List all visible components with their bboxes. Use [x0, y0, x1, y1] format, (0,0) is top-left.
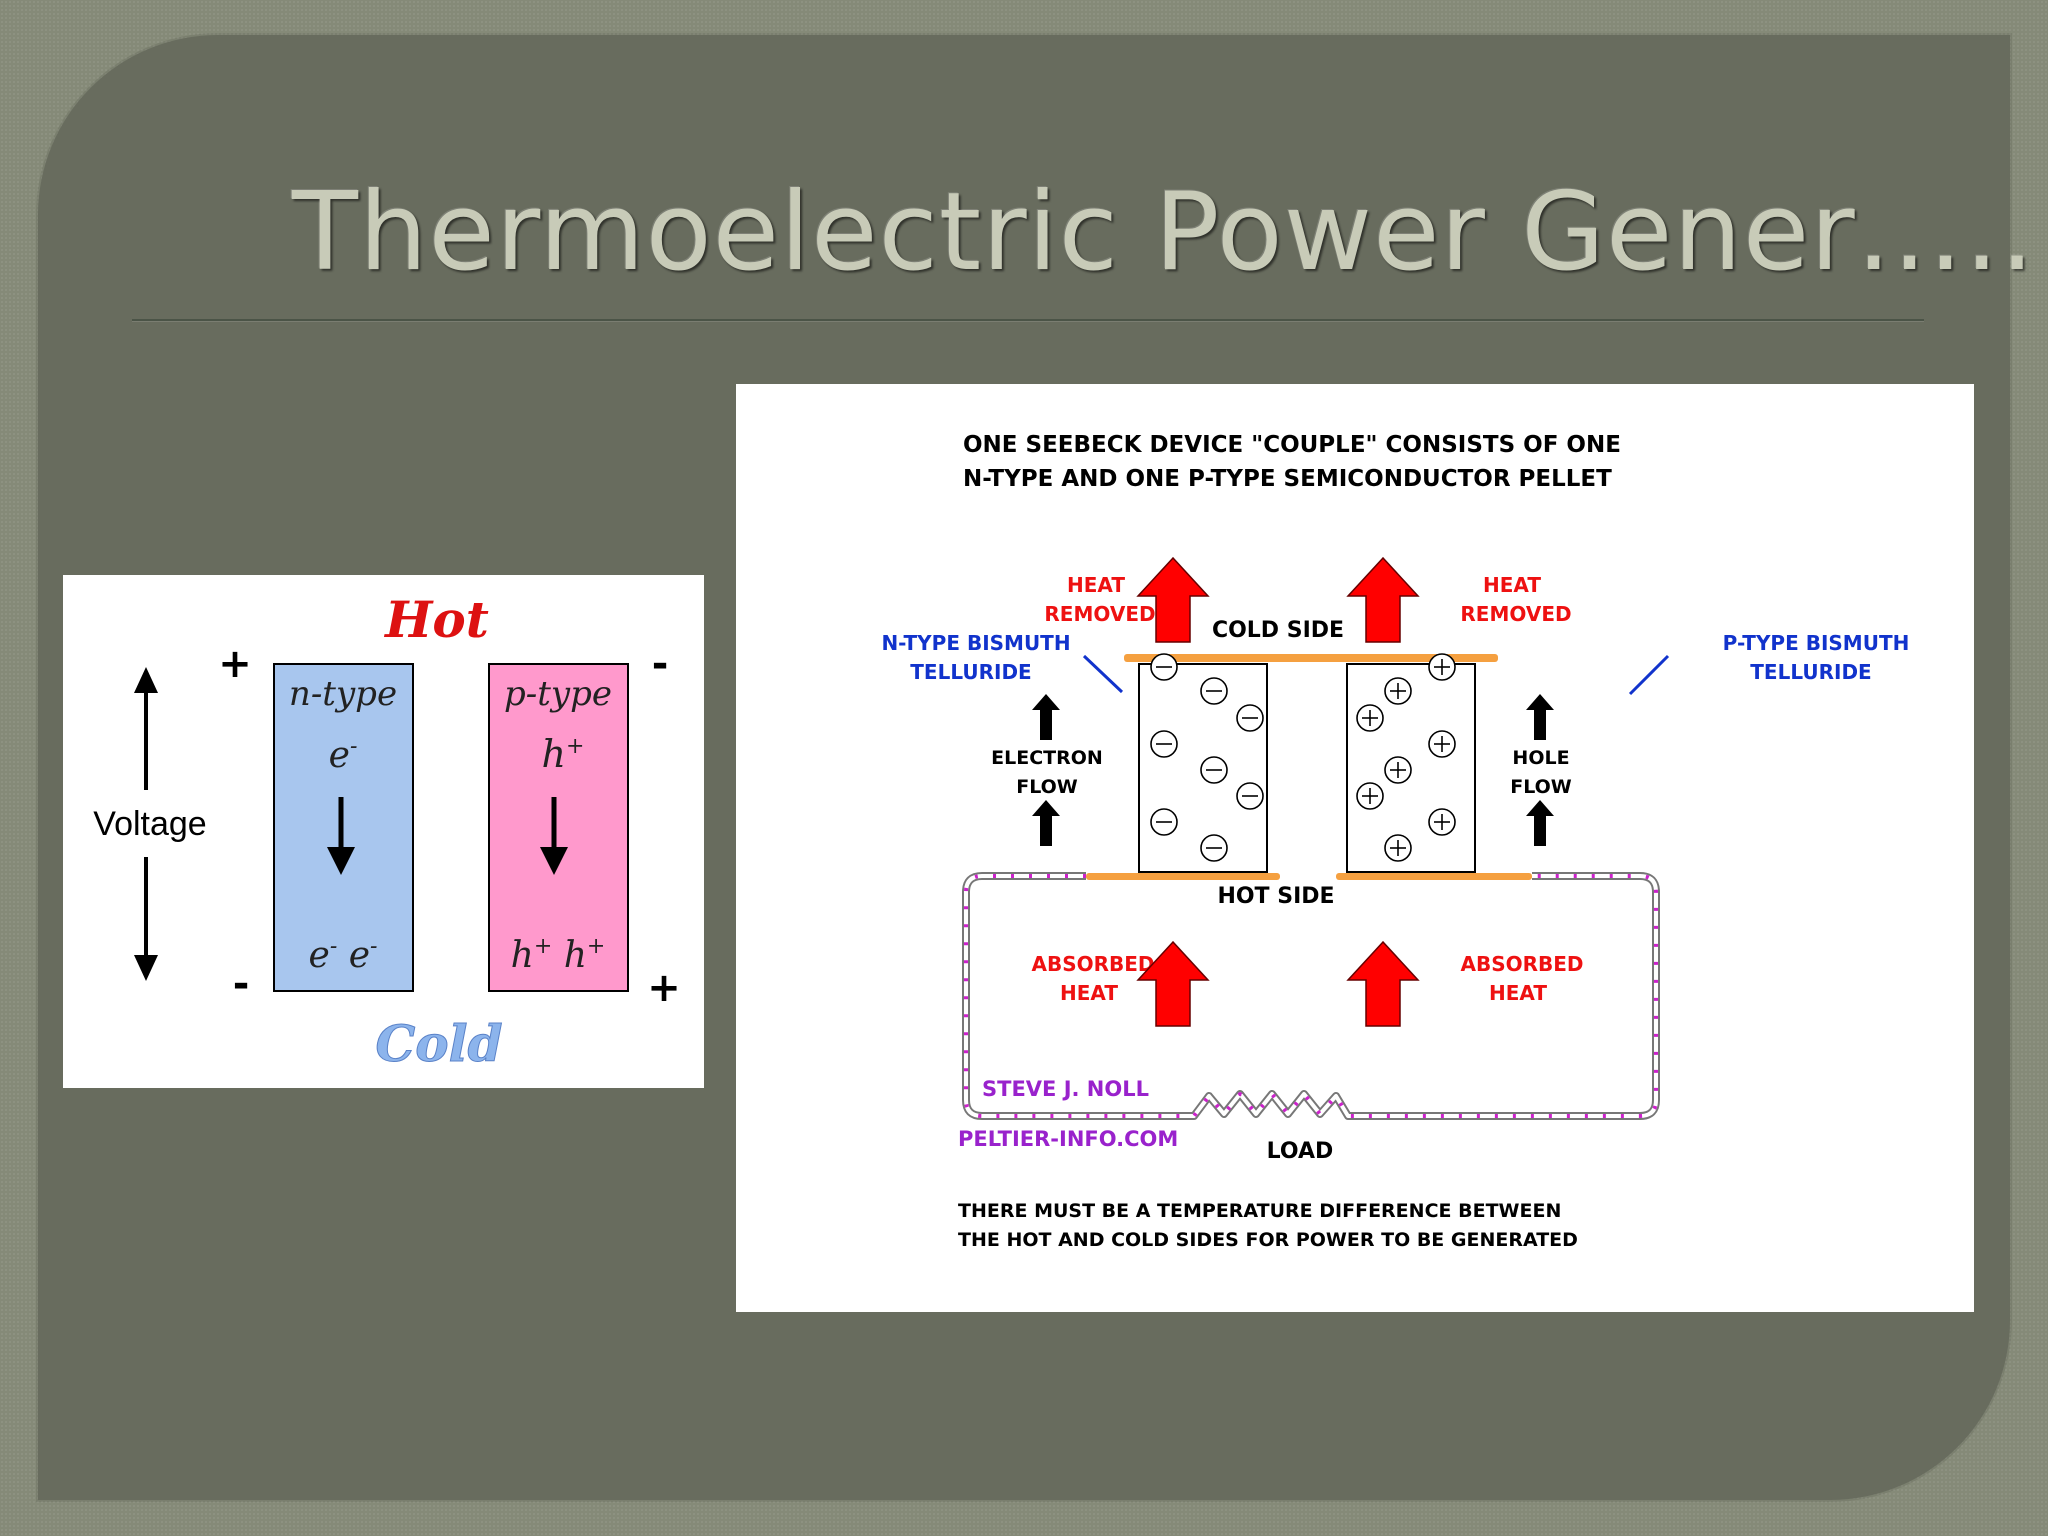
plus-sign-bottom-right: +	[647, 965, 681, 1011]
header-line-1: ONE SEEBECK DEVICE "COUPLE" CONSISTS OF …	[963, 432, 1621, 458]
absorbed-heat-right-1: ABSORBED	[1460, 952, 1583, 976]
p-type-carrier-top: h+	[542, 732, 585, 776]
absorbed-heat-arrow-left-icon	[1136, 940, 1210, 1027]
heat-removed-right-2: REMOVED	[1460, 602, 1571, 626]
voltage-arrow-icon	[134, 667, 158, 981]
plus-charge-icon	[1356, 782, 1384, 810]
semiconductor-diagram-panel: Hot Cold Voltage + - - + n-type e- e- e-	[63, 575, 704, 1088]
header-line-2: N-TYPE AND ONE P-TYPE SEMICONDUCTOR PELL…	[963, 466, 1612, 492]
p-type-material-1: P-TYPE BISMUTH	[1723, 631, 1910, 655]
hot-side-plate-left	[1086, 873, 1280, 880]
minus-charge-icon	[1200, 834, 1228, 862]
plus-charge-icon	[1428, 730, 1456, 758]
circuit-wire	[962, 872, 1660, 1120]
minus-charge-icon	[1200, 677, 1228, 705]
n-type-pointer	[1082, 654, 1124, 694]
hot-side-label: HOT SIDE	[1217, 884, 1334, 909]
hot-side-plate-right	[1336, 873, 1532, 880]
absorbed-heat-left-1: ABSORBED	[1031, 952, 1154, 976]
author-credit: STEVE J. NOLL	[982, 1077, 1149, 1101]
p-pellet-charges	[1356, 653, 1456, 862]
n-type-block: n-type e- e- e-	[273, 663, 414, 992]
minus-sign-top-right: -	[652, 641, 669, 687]
heat-removed-right-1: HEAT	[1483, 573, 1541, 597]
heat-removed-arrow-left-icon	[1136, 556, 1210, 643]
minus-charge-icon	[1150, 653, 1178, 681]
hole-flow-arrows-icon	[1526, 694, 1554, 846]
plus-charge-icon	[1384, 677, 1412, 705]
plus-charge-icon	[1384, 834, 1412, 862]
cold-side-plate	[1124, 654, 1498, 662]
footer-line-1: THERE MUST BE A TEMPERATURE DIFFERENCE B…	[958, 1200, 1561, 1222]
load-label: LOAD	[1267, 1139, 1334, 1164]
minus-charge-icon	[1236, 704, 1264, 732]
cold-side-label: COLD SIDE	[1212, 618, 1344, 643]
seebeck-diagram: ONE SEEBECK DEVICE "COUPLE" CONSISTS OF …	[881, 432, 1910, 1251]
p-type-carriers-bottom: h+ h+	[511, 934, 606, 976]
n-type-down-arrow-icon	[327, 797, 355, 875]
absorbed-heat-arrow-right-icon	[1346, 940, 1420, 1027]
plus-charge-icon	[1384, 756, 1412, 784]
n-type-material-2: TELLURIDE	[910, 660, 1031, 684]
website-credit: PELTIER-INFO.COM	[958, 1127, 1178, 1151]
minus-charge-icon	[1150, 730, 1178, 758]
footer-line-2: THE HOT AND COLD SIDES FOR POWER TO BE G…	[958, 1229, 1578, 1251]
plus-charge-icon	[1356, 704, 1384, 732]
n-type-carriers-bottom: e- e-	[309, 934, 378, 976]
plus-charge-icon	[1428, 653, 1456, 681]
slide-title: Thermoelectric Power Gener…..	[292, 170, 2036, 295]
minus-sign-bottom-left: -	[233, 961, 250, 1007]
seebeck-diagram-panel: ONE SEEBECK DEVICE "COUPLE" CONSISTS OF …	[736, 384, 1974, 1312]
minus-charge-icon	[1150, 808, 1178, 836]
heat-removed-arrow-right-icon	[1346, 556, 1420, 643]
absorbed-heat-right-2: HEAT	[1489, 981, 1547, 1005]
p-type-block: p-type h+ h+ h+	[488, 663, 629, 992]
electron-flow-1: ELECTRON	[991, 747, 1103, 769]
electron-flow-arrows-icon	[1032, 694, 1060, 846]
n-type-label: n-type	[289, 674, 397, 714]
voltage-label: Voltage	[93, 805, 206, 843]
n-type-material-1: N-TYPE BISMUTH	[881, 631, 1070, 655]
heat-removed-left-2: REMOVED	[1044, 602, 1155, 626]
p-type-material-2: TELLURIDE	[1750, 660, 1871, 684]
cold-label: Cold	[375, 1014, 502, 1073]
heat-removed-left-1: HEAT	[1067, 573, 1125, 597]
p-type-pointer	[1628, 654, 1670, 696]
semiconductor-diagram: Hot Cold Voltage + - - + n-type e- e- e-	[93, 590, 681, 1074]
plus-sign-top-left: +	[218, 641, 252, 687]
title-divider	[132, 319, 1924, 321]
n-type-carrier-top: e-	[329, 734, 358, 776]
hole-flow-1: HOLE	[1512, 747, 1569, 769]
plus-charge-icon	[1428, 808, 1456, 836]
electron-flow-2: FLOW	[1016, 776, 1078, 798]
p-type-label: p-type	[504, 674, 612, 714]
hot-label: Hot	[383, 590, 489, 649]
n-pellet-charges	[1150, 653, 1264, 862]
hole-flow-2: FLOW	[1510, 776, 1572, 798]
p-type-down-arrow-icon	[540, 797, 568, 875]
absorbed-heat-left-2: HEAT	[1060, 981, 1118, 1005]
minus-charge-icon	[1236, 782, 1264, 810]
minus-charge-icon	[1200, 756, 1228, 784]
